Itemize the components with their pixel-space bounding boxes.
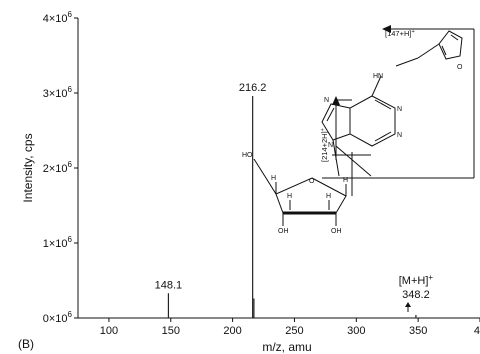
svg-text:N: N [324, 97, 329, 104]
peaks [167, 96, 417, 318]
fragment-label-214: [214+2H]+ [320, 128, 329, 162]
y-axis-label: Intensity, cps [21, 133, 35, 202]
x-axis-label: m/z, amu [262, 340, 311, 354]
svg-text:N: N [397, 132, 402, 139]
peak-label: 348.2 [402, 289, 430, 301]
arrow-head-147 [382, 25, 391, 33]
y-ticks: 0×106 1×106 2×106 3×106 4×106 [43, 10, 78, 325]
fragment-arrows [332, 25, 474, 160]
panel-label: (B) [18, 337, 34, 351]
molecule-structure [253, 29, 475, 226]
y-tick-label: 1×106 [43, 235, 73, 250]
svg-text:H: H [271, 175, 276, 182]
x-tick-label: 40 [474, 325, 480, 337]
x-ticks: 100 150 200 250 300 350 40 [100, 318, 480, 337]
x-tick-label: 100 [100, 325, 118, 337]
y-tick-label: 3×106 [43, 85, 73, 100]
svg-text:HN: HN [373, 73, 383, 80]
molecule-atom-labels: HN N N N N O O HO H H H H OH OH [242, 64, 463, 235]
fragment-label-147: [147+H]+ [385, 29, 415, 38]
y-tick-label: 0×106 [43, 310, 73, 325]
svg-text:O: O [309, 178, 315, 185]
svg-text:HO: HO [242, 152, 253, 159]
x-tick-label: 300 [347, 325, 365, 337]
x-tick-label: 200 [223, 325, 241, 337]
svg-text:H: H [287, 193, 292, 200]
peak-label: 148.1 [155, 279, 183, 291]
svg-text:N: N [397, 106, 402, 113]
svg-text:N: N [328, 142, 333, 149]
svg-text:O: O [457, 64, 463, 71]
purine-six-ring [349, 95, 396, 147]
y-tick-label: 2×106 [43, 160, 73, 175]
peak-label: 216.2 [239, 82, 267, 94]
svg-text:H: H [343, 177, 348, 184]
svg-text:OH: OH [331, 228, 342, 235]
y-tick-label: 4×106 [43, 10, 73, 25]
x-tick-label: 250 [285, 325, 303, 337]
svg-text:OH: OH [278, 228, 289, 235]
peak-label-top: [M+H]+ [399, 273, 434, 287]
furan-ring [438, 30, 463, 60]
svg-text:H: H [326, 193, 331, 200]
peak-labels: 148.1 216.2 [M+H]+ 348.2 [155, 82, 434, 301]
arrow-head-214 [332, 96, 340, 105]
x-tick-label: 150 [162, 325, 180, 337]
mh-arrow [405, 302, 411, 312]
x-tick-label: 350 [409, 325, 427, 337]
